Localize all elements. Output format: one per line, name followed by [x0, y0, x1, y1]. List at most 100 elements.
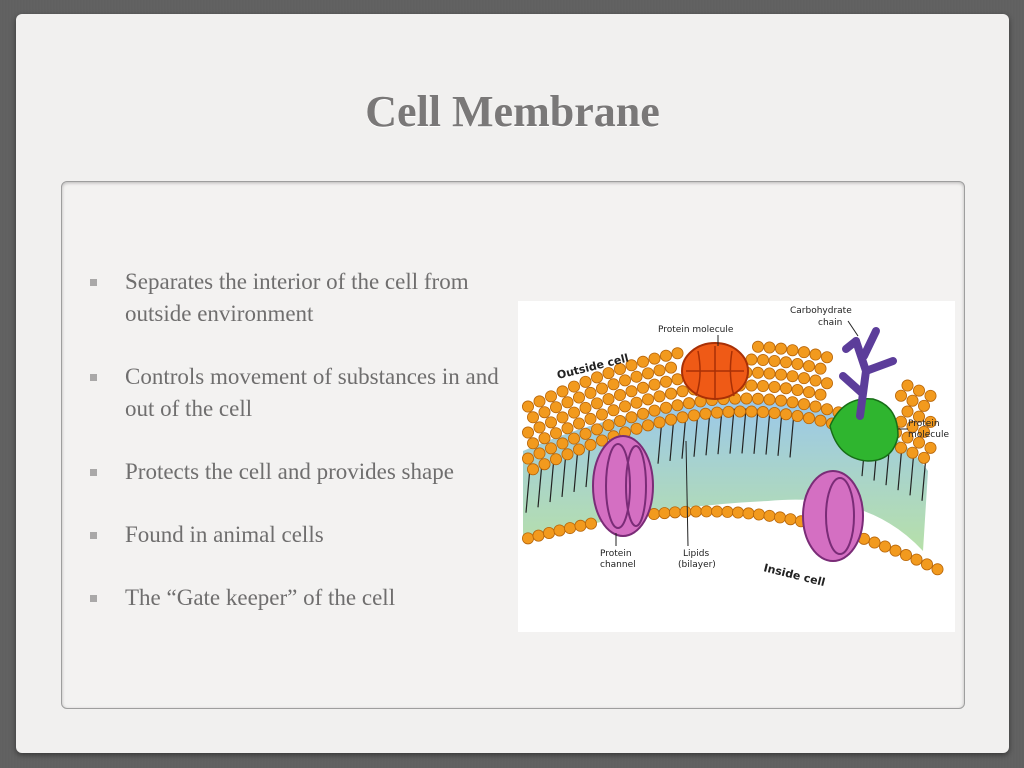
- phospholipid-head: [791, 410, 804, 423]
- phospholipid-head: [556, 385, 569, 398]
- phospholipid-head: [602, 419, 615, 432]
- phospholipid-head: [721, 505, 734, 518]
- phospholipid-head: [756, 406, 769, 419]
- phospholipid-head: [901, 431, 914, 444]
- phospholipid-head: [763, 393, 776, 406]
- slide: Cell Membrane Separates the interior of …: [16, 14, 1009, 753]
- phospholipid-head: [699, 407, 712, 420]
- phospholipid-head: [561, 396, 574, 409]
- phospholipid-head: [906, 394, 919, 407]
- bullet-marker-icon: [90, 279, 97, 286]
- phospholipid-head: [568, 432, 581, 445]
- phospholipid-head: [550, 401, 563, 414]
- phospholipid-head: [619, 374, 632, 387]
- content-panel: Separates the interior of the cell from …: [61, 181, 965, 709]
- phospholipid-head: [878, 540, 891, 553]
- phospholipid-head: [689, 505, 702, 518]
- protein-molecule-right-label: Protein: [908, 419, 940, 429]
- phospholipid-head: [607, 378, 620, 391]
- phospholipid-head: [550, 427, 563, 440]
- phospholipid-head: [664, 387, 677, 400]
- bullet-item: Separates the interior of the cell from …: [90, 266, 520, 330]
- phospholipid-head: [614, 415, 627, 428]
- phospholipid-head: [533, 395, 546, 408]
- phospholipid-head: [786, 396, 799, 409]
- phospholipid-head: [906, 420, 919, 433]
- protein-molecule-top-label: Protein molecule: [658, 325, 734, 335]
- phospholipid-head: [526, 463, 539, 476]
- bullet-item: The “Gate keeper” of the cell: [90, 582, 520, 614]
- phospholipid-head: [756, 380, 769, 393]
- phospholipid-head: [568, 380, 581, 393]
- phospholipid-head: [774, 394, 787, 407]
- lipid-tail: [777, 410, 783, 456]
- phospholipid-head: [648, 352, 661, 365]
- carbohydrate-label: Carbohydrate: [790, 306, 852, 316]
- bullet-text: Separates the interior of the cell from …: [125, 269, 469, 326]
- membrane-illustration: Outside cell Inside cell Protein molecul…: [522, 306, 949, 589]
- slide-title: Cell Membrane: [365, 87, 660, 136]
- protein-molecule-top: [681, 342, 749, 400]
- phospholipid-head: [574, 519, 587, 532]
- phospholipid-head: [733, 405, 746, 418]
- phospholipid-head: [579, 401, 592, 414]
- phospholipid-head: [659, 375, 672, 388]
- phospholipid-head: [814, 414, 827, 427]
- phospholipid-head: [573, 417, 586, 430]
- phospholipid-head: [917, 399, 930, 412]
- phospholipid-head: [671, 347, 684, 360]
- phospholipid-head: [809, 400, 822, 413]
- phospholipid-head: [544, 416, 557, 429]
- phospholipid-head: [550, 453, 563, 466]
- phospholipid-head: [596, 382, 609, 395]
- phospholipid-head: [901, 405, 914, 418]
- phospholipid-head: [637, 407, 650, 420]
- inside-cell-label: Inside cell: [762, 561, 826, 589]
- phospholipid-head: [751, 366, 764, 379]
- phospholipid-head: [642, 367, 655, 380]
- phospholipid-head: [768, 406, 781, 419]
- phospholipid-head: [602, 393, 615, 406]
- phospholipid-heads-bottom: [522, 505, 944, 576]
- phospholipid-head: [659, 349, 672, 362]
- bullet-marker-icon: [90, 374, 97, 381]
- phospholipid-head: [526, 437, 539, 450]
- phospholipid-head: [664, 361, 677, 374]
- phospholipid-head: [802, 360, 815, 373]
- phospholipid-head: [809, 374, 822, 387]
- lipid-tail: [525, 467, 531, 513]
- bullet-marker-icon: [90, 595, 97, 602]
- phospholipid-head: [700, 505, 713, 518]
- phospholipid-head: [538, 406, 551, 419]
- phospholipid-head: [797, 346, 810, 359]
- cell-membrane-diagram: Outside cell Inside cell Protein molecul…: [518, 301, 955, 632]
- phospholipid-head: [687, 409, 700, 422]
- phospholipid-head: [591, 423, 604, 436]
- lipid-tail: [753, 408, 759, 454]
- phospholipid-head: [538, 458, 551, 471]
- phospholipid-head: [768, 354, 781, 367]
- phospholipid-head: [814, 388, 827, 401]
- phospholipid-head: [637, 355, 650, 368]
- phospholipid-head: [768, 380, 781, 393]
- bullet-item: Protects the cell and provides shape: [90, 456, 520, 488]
- bilayer-label: (bilayer): [678, 560, 716, 570]
- phospholipid-head: [532, 529, 545, 542]
- phospholipid-head: [924, 389, 937, 402]
- phospholipid-head: [522, 452, 534, 465]
- phospholipid-head: [731, 506, 744, 519]
- phospholipid-head: [564, 522, 577, 535]
- phospholipid-head: [676, 411, 689, 424]
- lipid-tail: [537, 462, 543, 508]
- phospholipid-head: [568, 406, 581, 419]
- phospholipid-head: [742, 507, 755, 520]
- phospholipid-head: [596, 434, 609, 447]
- bullet-text: The “Gate keeper” of the cell: [125, 585, 396, 610]
- phospholipid-head: [722, 405, 735, 418]
- phospholipid-head: [802, 386, 815, 399]
- phospholipid-head: [579, 375, 592, 388]
- phospholipid-head: [591, 371, 604, 384]
- phospholipid-head: [751, 392, 764, 405]
- phospholipid-head: [573, 391, 586, 404]
- phospholipid-head: [542, 526, 555, 539]
